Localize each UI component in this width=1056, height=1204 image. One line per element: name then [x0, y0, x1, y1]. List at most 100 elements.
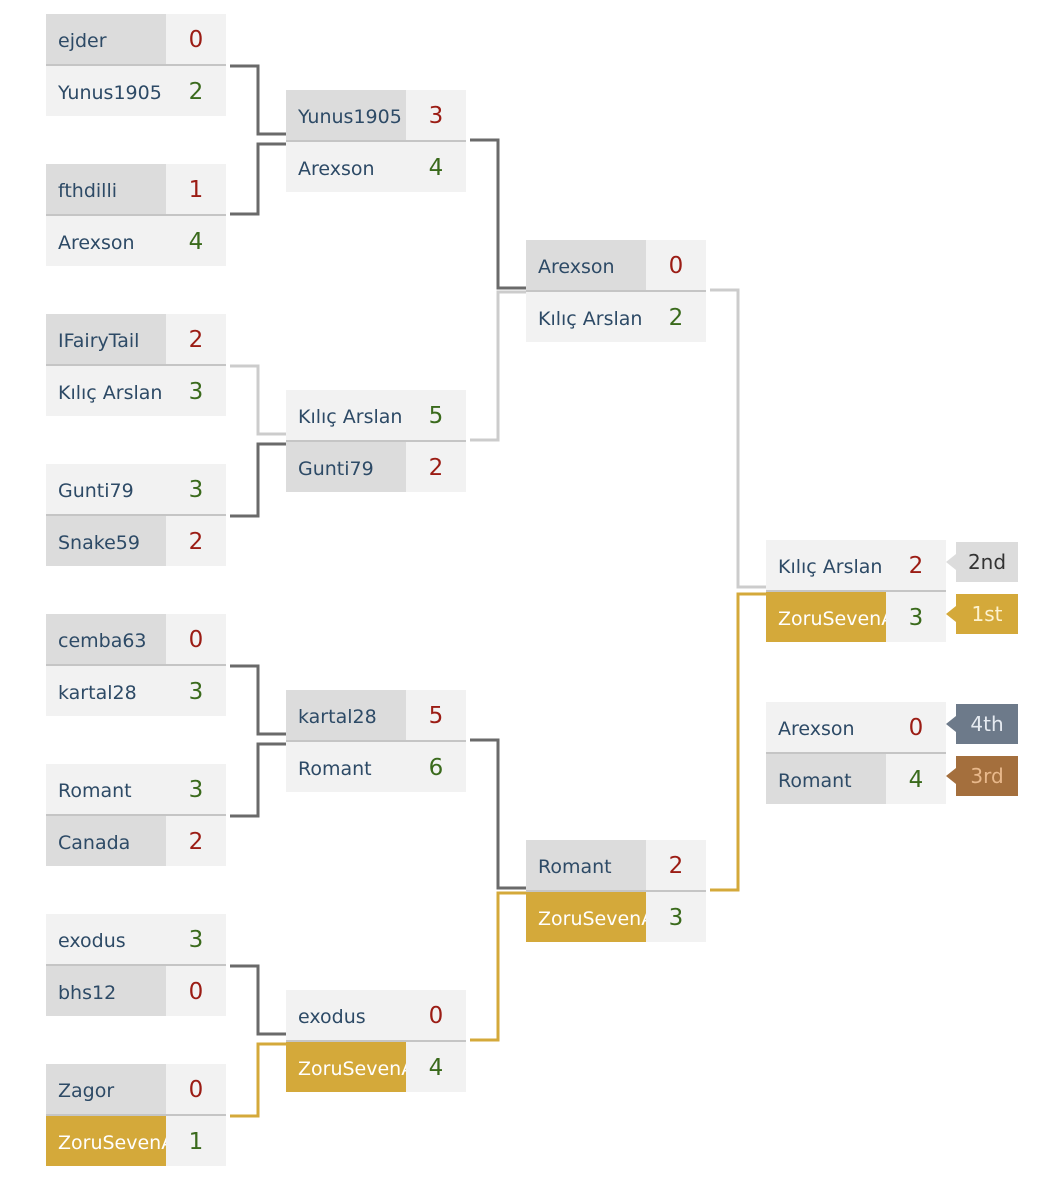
connector-line: [470, 738, 526, 890]
player-name[interactable]: Arexson: [286, 142, 406, 192]
player-score: 3: [166, 464, 226, 514]
player-score: 0: [646, 240, 706, 290]
player-name[interactable]: bhs12: [46, 966, 166, 1016]
player-score: 2: [646, 292, 706, 342]
player-score: 4: [406, 1042, 466, 1092]
player-score: 2: [166, 66, 226, 116]
match-bottom-slot[interactable]: ZoruSevenAdam3: [526, 892, 706, 942]
connector-line: [230, 664, 286, 736]
player-name[interactable]: Arexson: [766, 702, 886, 752]
player-score: 2: [406, 442, 466, 492]
player-name[interactable]: Snake59: [46, 516, 166, 566]
player-name[interactable]: kartal28: [286, 690, 406, 740]
player-name[interactable]: ZoruSevenAdam: [766, 592, 886, 642]
player-name[interactable]: Yunus1905: [286, 90, 406, 140]
player-score: 3: [166, 764, 226, 814]
player-score: 0: [166, 1064, 226, 1114]
player-name[interactable]: IFairyTail: [46, 314, 166, 364]
player-name[interactable]: Gunti79: [286, 442, 406, 492]
connector-line-winner: [470, 891, 526, 1042]
place-badge-1st: 1st: [946, 594, 1018, 634]
player-score: 2: [166, 314, 226, 364]
player-name[interactable]: ZoruSevenAdam: [46, 1116, 166, 1166]
player-name[interactable]: ZoruSevenAdam: [286, 1042, 406, 1092]
connector-line: [710, 288, 766, 589]
player-name[interactable]: Romant: [286, 742, 406, 792]
player-score: 6: [406, 742, 466, 792]
connector-line: [230, 742, 286, 818]
player-score: 2: [646, 840, 706, 890]
connector-line-winner: [230, 1042, 286, 1118]
player-name[interactable]: Arexson: [46, 216, 166, 266]
player-name[interactable]: exodus: [46, 914, 166, 964]
player-name[interactable]: Kılıç Arslan: [766, 540, 886, 590]
player-score: 5: [406, 390, 466, 440]
player-name[interactable]: ZoruSevenAdam: [526, 892, 646, 942]
player-name[interactable]: Yunus1905: [46, 66, 166, 116]
match-bottom-slot[interactable]: ZoruSevenAdam4: [286, 1042, 466, 1092]
player-name[interactable]: Romant: [46, 764, 166, 814]
player-score: 4: [886, 754, 946, 804]
player-name[interactable]: Kılıç Arslan: [46, 366, 166, 416]
match-bottom-slot[interactable]: ZoruSevenAdam3: [766, 592, 946, 642]
match-bottom-slot[interactable]: ZoruSevenAdam1: [46, 1116, 226, 1166]
place-badge-2nd: 2nd: [946, 542, 1018, 582]
connector-line: [230, 64, 286, 136]
player-score: 3: [886, 592, 946, 642]
player-name[interactable]: Arexson: [526, 240, 646, 290]
player-score: 2: [886, 540, 946, 590]
player-name[interactable]: Romant: [766, 754, 886, 804]
player-name[interactable]: Romant: [526, 840, 646, 890]
player-score: 3: [166, 366, 226, 416]
player-score: 1: [166, 1116, 226, 1166]
place-badge-3rd: 3rd: [946, 756, 1018, 796]
player-name[interactable]: kartal28: [46, 666, 166, 716]
match-r2m4: exodus0ZoruSevenAdam4: [286, 990, 466, 1094]
player-name[interactable]: cemba63: [46, 614, 166, 664]
place-badge-4th: 4th: [946, 704, 1018, 744]
connector-line: [230, 964, 286, 1036]
player-score: 4: [406, 142, 466, 192]
player-name[interactable]: ejder: [46, 14, 166, 64]
player-name[interactable]: Gunti79: [46, 464, 166, 514]
player-name[interactable]: Kılıç Arslan: [526, 292, 646, 342]
player-name[interactable]: exodus: [286, 990, 406, 1040]
player-score: 1: [166, 164, 226, 214]
player-name[interactable]: Zagor: [46, 1064, 166, 1114]
player-name[interactable]: Kılıç Arslan: [286, 390, 406, 440]
player-name[interactable]: fthdilli: [46, 164, 166, 214]
player-name[interactable]: Canada: [46, 816, 166, 866]
